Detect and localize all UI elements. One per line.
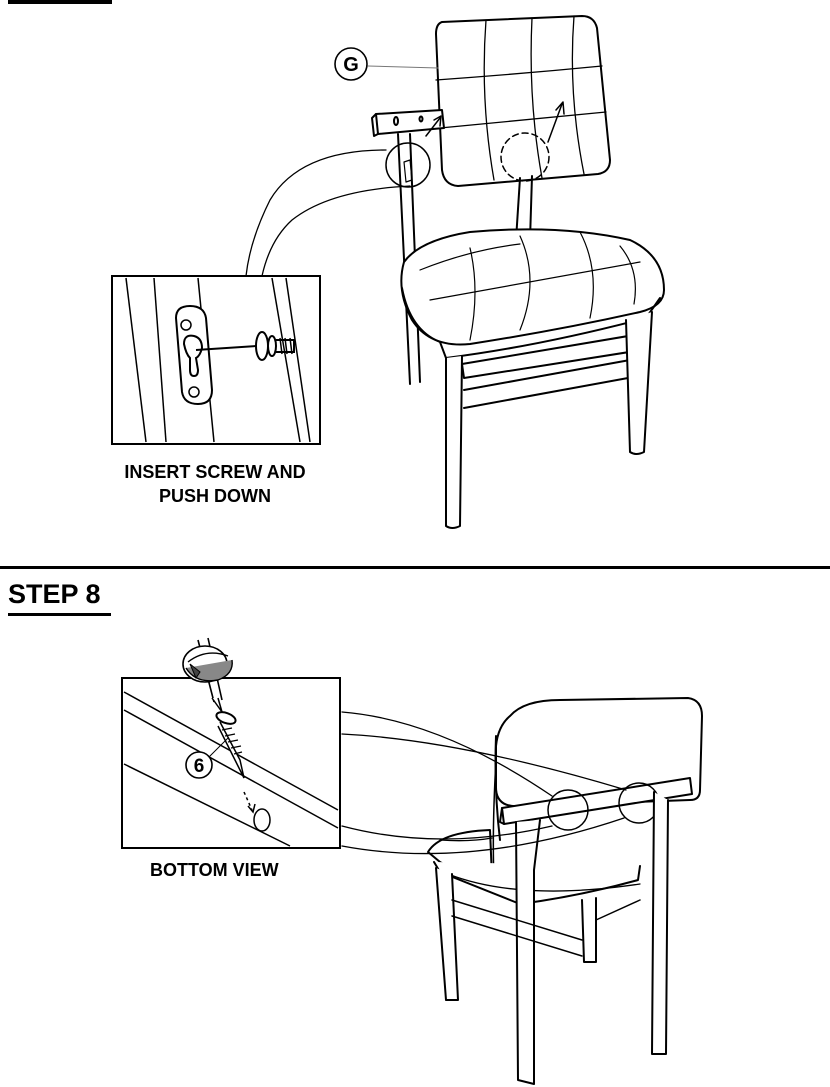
back-detail-circle [500,132,550,182]
bottom-view-caption: BOTTOM VIEW [150,860,279,880]
chair-top-rail [371,109,445,137]
step-title-underline [8,613,111,616]
previous-step-underline [8,0,112,4]
part-label-g: G [334,47,368,81]
step-title: STEP 8 [8,579,101,609]
screw-inset [111,275,321,445]
part-label-g-text: G [343,54,359,76]
step7-caption-line2: PUSH DOWN [159,486,271,506]
screw-part-label-text: 6 [194,756,205,777]
post-detail-circle [385,142,431,188]
step7-illustration: G [111,15,665,529]
step7-caption-line1: INSERT SCREW AND [124,462,306,482]
rotate-clockwise-icon [182,645,233,683]
rail-detail-circle-left [547,789,589,831]
section-divider [0,566,830,569]
bottom-view-inset [121,637,341,849]
screw-part-label: 6 [185,737,229,779]
chair-back-rear [492,697,703,881]
chair-seat [400,228,665,359]
chair-back-cushion [435,15,611,187]
step7-caption: INSERT SCREW AND PUSH DOWN [100,460,330,508]
